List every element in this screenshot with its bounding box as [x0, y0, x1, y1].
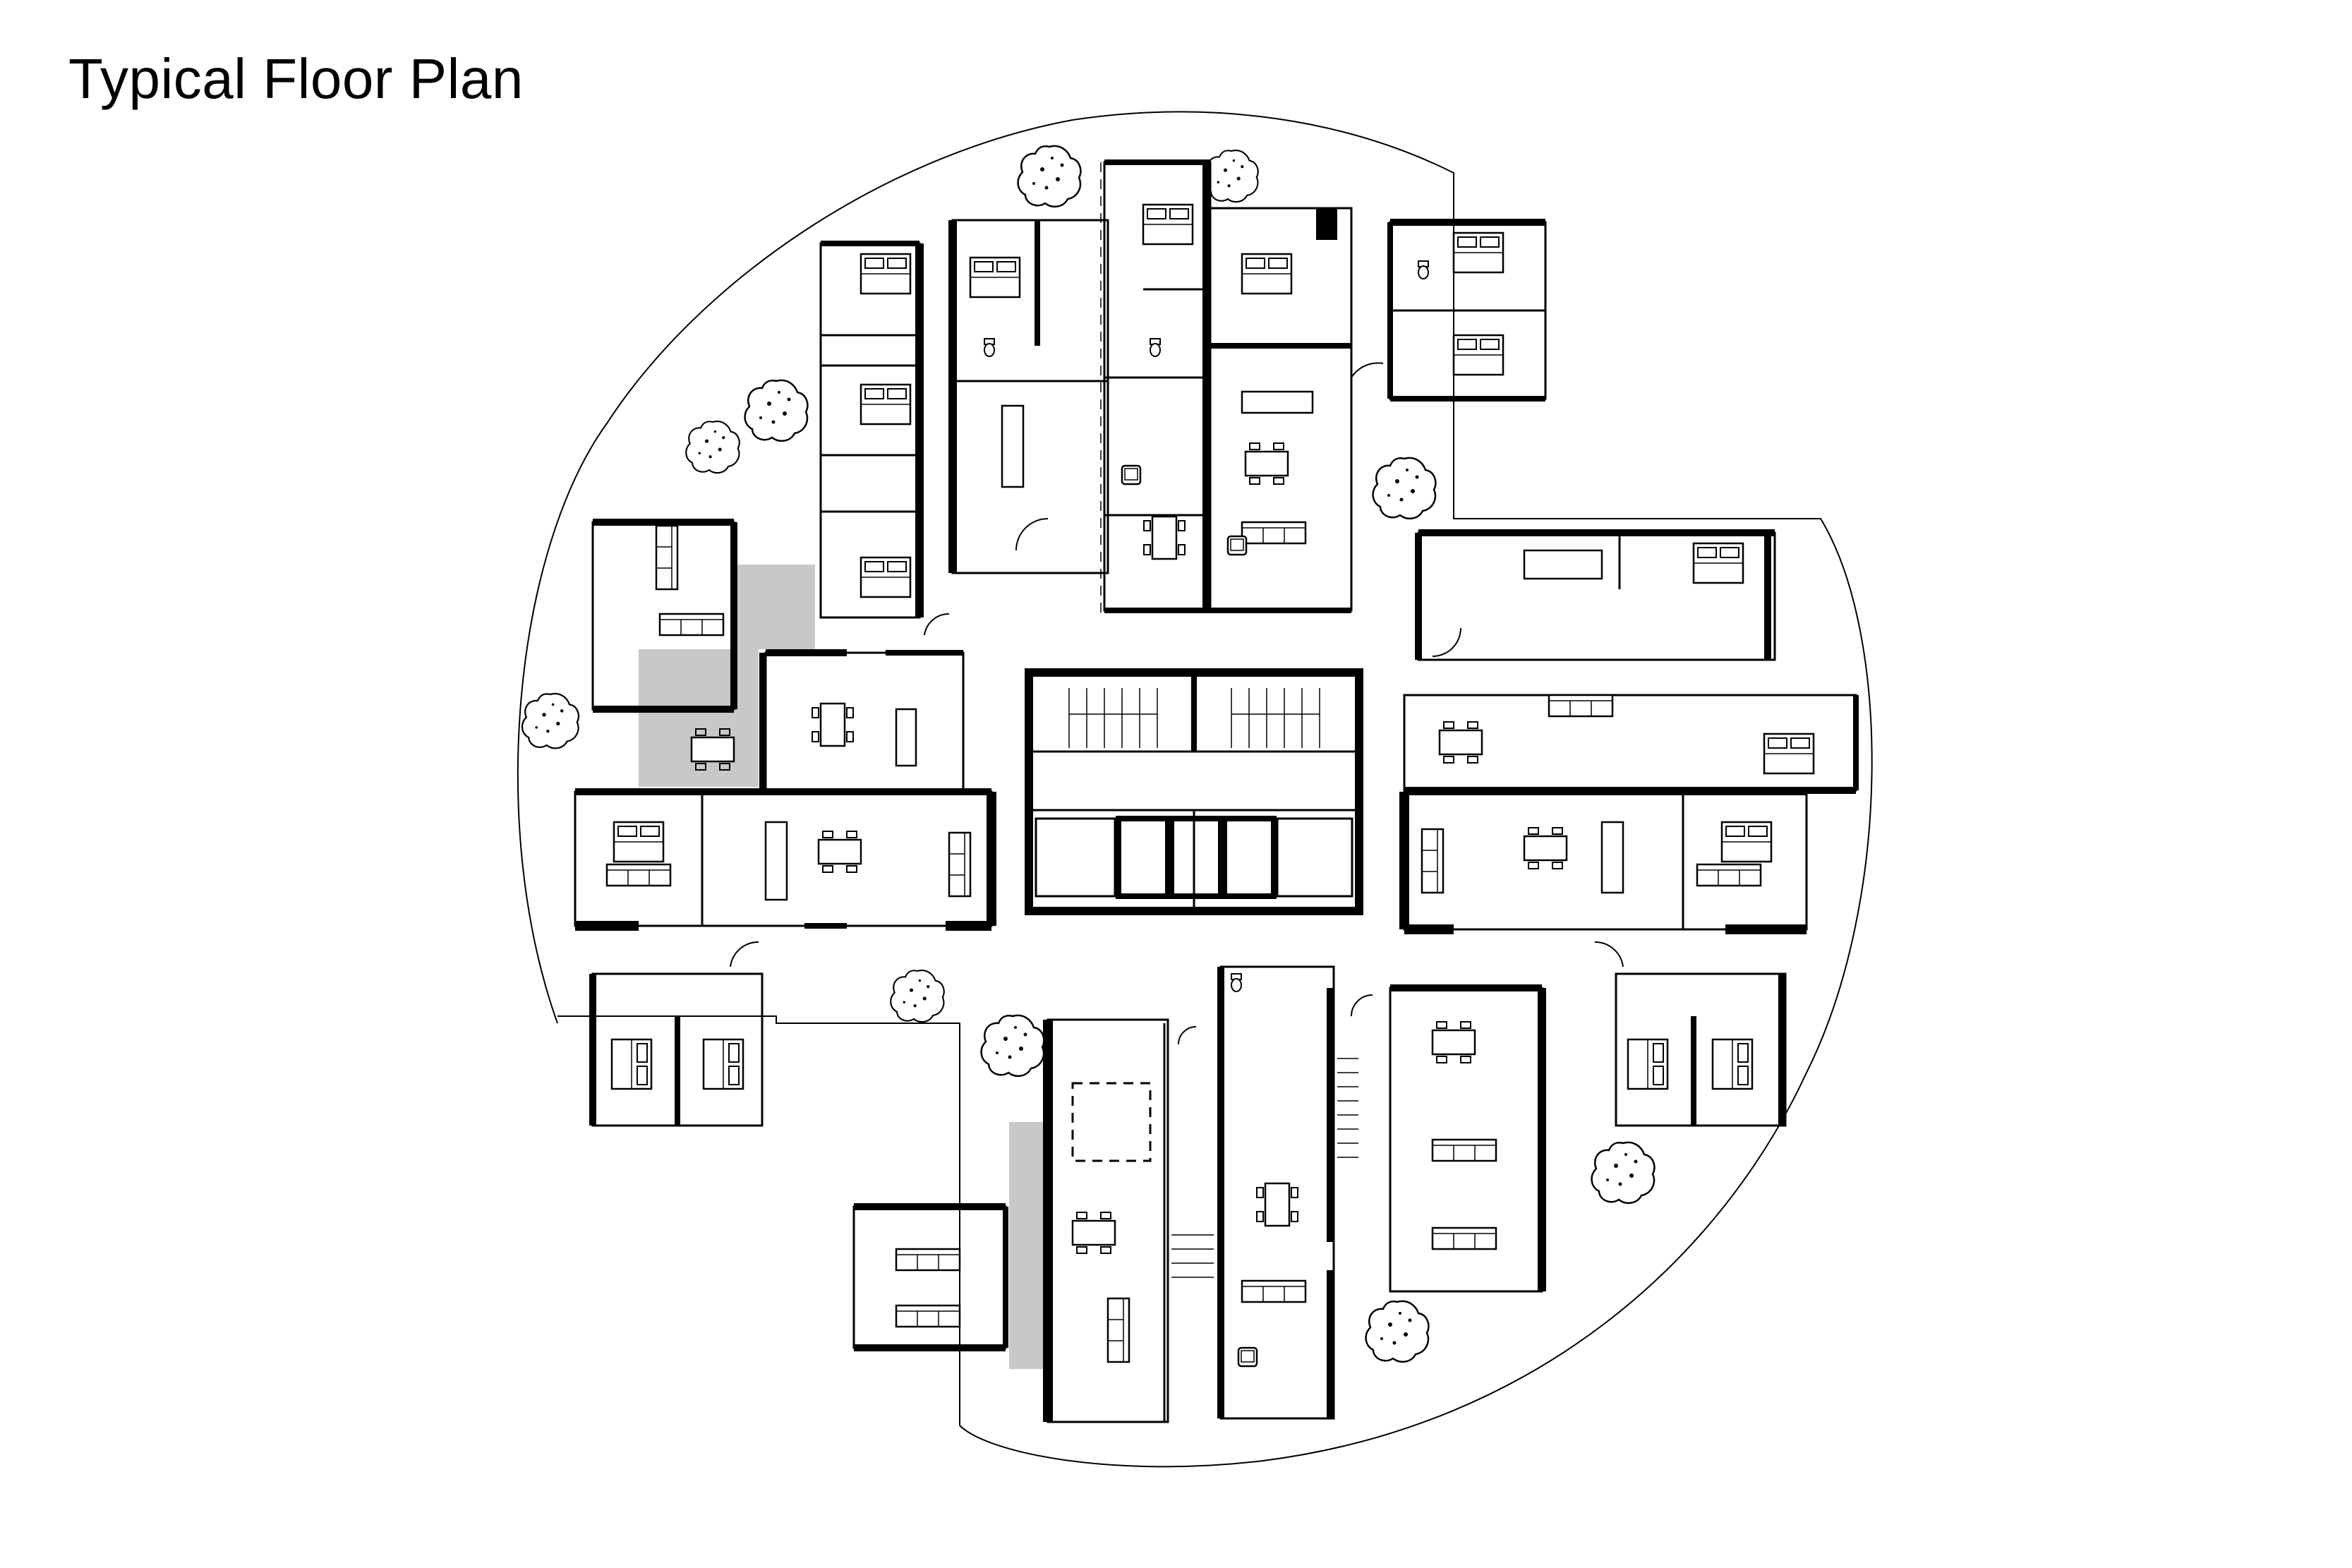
tree-icon	[1204, 150, 1259, 203]
bed-icon	[1711, 1038, 1754, 1090]
sofa-icon	[1696, 863, 1762, 887]
west-lower-units	[574, 788, 996, 1127]
dining-table-icon	[1255, 1182, 1299, 1227]
dining-table-icon	[1244, 442, 1289, 486]
tree-icon	[1017, 145, 1082, 208]
kitchen-island	[764, 821, 788, 901]
dining-table-icon	[1142, 515, 1186, 560]
tree-icon	[521, 692, 580, 749]
bed-icon	[969, 256, 1021, 298]
bed-icon	[1692, 542, 1744, 584]
terrace-hatch	[737, 565, 815, 649]
toilet-icon	[1150, 338, 1161, 357]
sofa-icon	[1241, 1279, 1307, 1303]
east-lower-units	[1399, 788, 1808, 1127]
bed-icon	[613, 821, 665, 863]
stair-icon	[1171, 1058, 1358, 1278]
dining-table-icon	[1523, 826, 1568, 870]
kitchen-island	[895, 708, 917, 767]
elevator-icon	[1035, 816, 1353, 899]
sofa-icon	[658, 613, 725, 637]
bed-icon	[702, 1038, 744, 1090]
bed-icon	[1763, 732, 1815, 775]
sofa-icon	[1431, 1226, 1497, 1250]
toilet-icon	[1418, 260, 1429, 279]
kitchen-island	[1523, 549, 1603, 580]
sofa-icon	[1241, 521, 1307, 545]
south-units	[852, 965, 1546, 1423]
bed-icon	[1452, 334, 1504, 376]
armchair-icon	[1226, 535, 1248, 556]
sofa-icon	[948, 831, 972, 898]
bed-icon	[1241, 253, 1293, 295]
tree-icon	[890, 970, 945, 1023]
dining-table-icon	[811, 702, 855, 747]
sofa-icon	[655, 524, 679, 591]
tree-icon	[744, 379, 809, 442]
bed-icon	[1142, 203, 1194, 246]
dining-table-icon	[1431, 1020, 1476, 1064]
toilet-icon	[984, 338, 995, 357]
door-swing-icon	[730, 362, 1624, 1045]
kitchen-island	[1241, 390, 1314, 414]
kitchen-island	[1001, 404, 1025, 488]
toilet-icon	[1231, 973, 1242, 992]
page-title: Typical Floor Plan	[68, 47, 524, 110]
tree-icon	[980, 1014, 1045, 1078]
bed-icon	[1627, 1038, 1669, 1090]
bed-icon	[860, 383, 912, 426]
sofa-icon	[1431, 1138, 1497, 1162]
bed-icon	[1720, 821, 1773, 863]
bed-icon	[860, 253, 912, 295]
bed-icon	[1452, 231, 1504, 274]
terrace-hatch	[639, 649, 759, 787]
bed-icon	[610, 1038, 653, 1090]
central-core	[1025, 668, 1363, 915]
stair-icon	[1068, 688, 1320, 748]
armchair-icon	[1237, 1346, 1258, 1368]
sofa-icon	[605, 863, 672, 887]
tree-icon	[1591, 1141, 1656, 1205]
north-units	[819, 159, 1547, 619]
bed-icon	[860, 556, 912, 598]
site-boundary	[517, 111, 1873, 1468]
tree-icon	[1372, 457, 1437, 520]
dining-table-icon	[1438, 720, 1483, 764]
armchair-icon	[1121, 464, 1142, 486]
sofa-icon	[1548, 694, 1614, 718]
sofa-icon	[895, 1304, 961, 1328]
dining-table-icon	[1071, 1211, 1116, 1255]
tree-icon	[1365, 1300, 1430, 1363]
tree-icon	[685, 421, 740, 474]
sofa-icon	[1421, 828, 1445, 894]
dining-table-icon	[817, 830, 862, 874]
sofa-icon	[895, 1248, 961, 1272]
sofa-icon	[1106, 1297, 1130, 1363]
kitchen-island	[1600, 821, 1624, 894]
